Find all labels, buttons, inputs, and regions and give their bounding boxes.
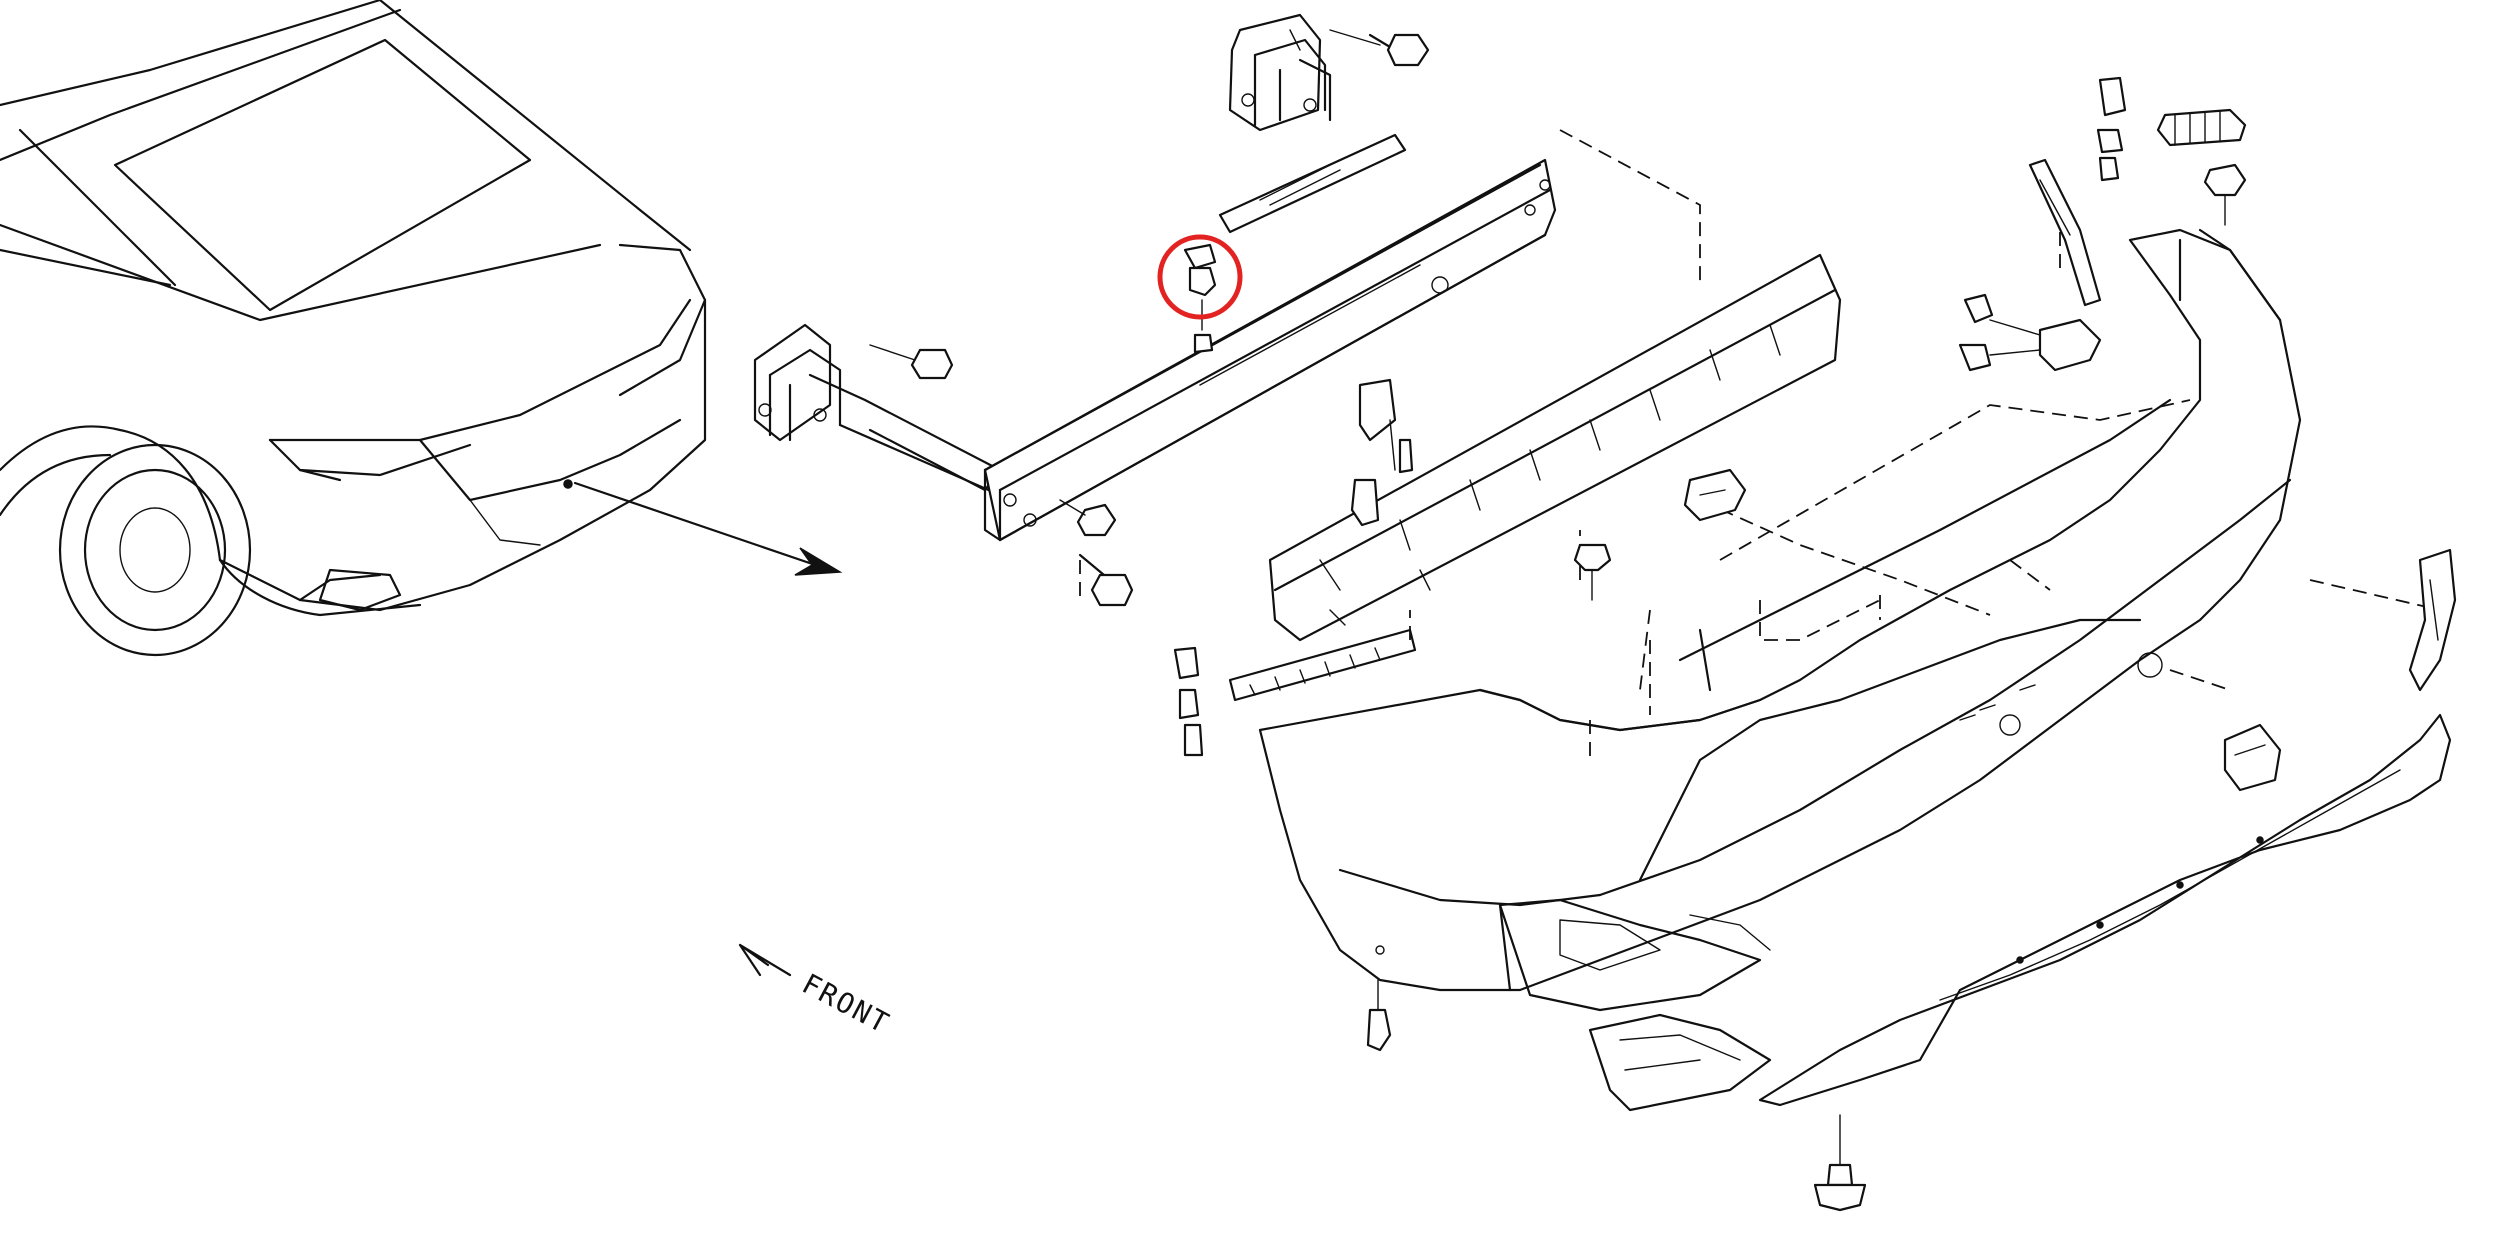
front-direction-indicator: FRONT [738, 943, 896, 1040]
lower-bezel [1588, 1013, 1772, 1112]
assembly-arrow [573, 481, 832, 572]
rear-bumper-fascia [1258, 228, 2302, 1012]
reflector-bezel [2408, 548, 2457, 692]
clip-and-bolt [1173, 646, 1204, 757]
bumper-stay-left [753, 323, 1002, 497]
rear-bumper-reinforcement [983, 133, 1557, 542]
highlight-circle [1157, 234, 1243, 320]
lower-diffuser-trim [1758, 713, 2452, 1107]
bumper-stay-right [1228, 13, 1332, 132]
front-label: FRONT [797, 967, 896, 1040]
clip-set-top-right [2096, 76, 2247, 226]
side-brace [1958, 293, 2102, 372]
bolt [1078, 553, 1134, 607]
energy-absorber [1268, 253, 1842, 642]
vehicle-rear-body [0, 0, 707, 657]
lower-retainer-strip [1228, 628, 1417, 702]
bolt [869, 344, 954, 380]
tow-hook-cover [2223, 723, 2282, 792]
screw [1366, 979, 1392, 1052]
mount-bracket [1683, 468, 1747, 522]
retainer-bracket [1350, 378, 1414, 527]
push-clip [1573, 543, 1612, 601]
bolt [1059, 499, 1117, 537]
highlighted-clip-nut [1157, 234, 1243, 354]
bottom-screw [1813, 1114, 1867, 1212]
side-bracket [2028, 158, 2102, 307]
bolt [1329, 29, 1430, 67]
